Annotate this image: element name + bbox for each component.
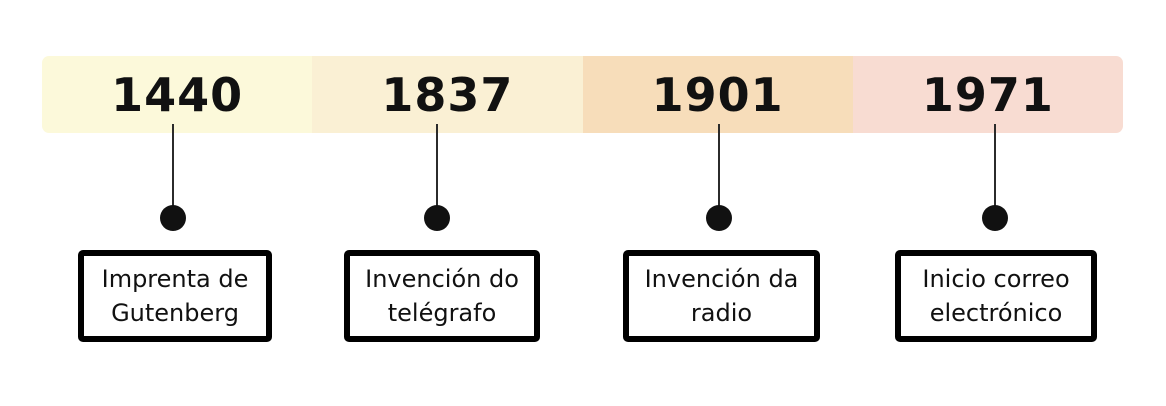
connector-line-3	[718, 124, 720, 206]
timeline-dot-1	[160, 205, 186, 231]
event-box-gutenberg: Imprenta de Gutenberg	[78, 250, 272, 342]
timeline-dot-4	[982, 205, 1008, 231]
event-label-line: Invención da	[644, 265, 799, 293]
connector-line-4	[994, 124, 996, 206]
year-band-1: 1440	[42, 56, 313, 133]
year-label-1: 1440	[111, 67, 244, 122]
timeline-dot-3	[706, 205, 732, 231]
timeline-strip: 1440 1837 1901 1971	[42, 56, 1123, 133]
year-band-3: 1901	[582, 56, 853, 133]
event-box-telegrafo: Invención do telégrafo	[344, 250, 540, 342]
event-label-line: telégrafo	[387, 299, 497, 327]
event-label-line: Imprenta de	[101, 265, 249, 293]
year-label-3: 1901	[651, 67, 784, 122]
connector-line-2	[436, 124, 438, 206]
event-label-line: radio	[690, 299, 753, 327]
event-label-line: Inicio correo	[922, 265, 1070, 293]
event-label-line: Gutenberg	[111, 299, 239, 327]
event-box-radio: Invención da radio	[623, 250, 820, 342]
year-band-2: 1837	[312, 56, 583, 133]
year-band-4: 1971	[852, 56, 1123, 133]
timeline-dot-2	[424, 205, 450, 231]
connector-line-1	[172, 124, 174, 206]
event-box-correo: Inicio correo electrónico	[895, 250, 1097, 342]
event-label-line: Invención do	[365, 265, 519, 293]
year-label-2: 1837	[381, 67, 514, 122]
year-label-4: 1971	[921, 67, 1054, 122]
event-label-line: electrónico	[929, 299, 1063, 327]
